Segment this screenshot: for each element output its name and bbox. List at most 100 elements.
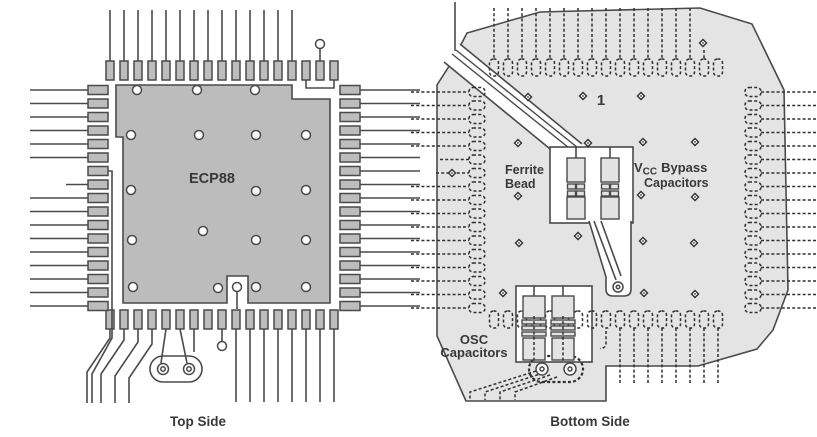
smd-pad <box>339 246 361 258</box>
via-hole <box>694 293 696 295</box>
via <box>250 234 262 246</box>
smd-pad <box>315 60 325 81</box>
via <box>126 234 138 246</box>
trace <box>459 43 583 145</box>
via <box>197 225 209 237</box>
vcc-bypass-label-2: Capacitors <box>644 176 709 190</box>
smd-pad <box>339 138 361 150</box>
smd-pad <box>287 60 297 81</box>
via-hole <box>527 96 529 98</box>
smd-pad <box>87 165 109 177</box>
smd-pad <box>189 60 199 81</box>
smd-pad <box>87 125 109 136</box>
osc-capacitors-label-2: Capacitors <box>440 345 507 360</box>
trace <box>305 80 335 89</box>
via-hole <box>577 235 579 237</box>
caption-bottom-side: Bottom Side <box>550 414 630 429</box>
via <box>212 282 224 294</box>
via <box>300 184 312 196</box>
via-hole <box>518 242 520 244</box>
via-hole <box>615 284 621 290</box>
crystal-footprint <box>149 355 203 383</box>
smd-pad <box>259 60 269 81</box>
component-pad <box>566 183 577 190</box>
via <box>300 281 312 293</box>
smd-pad <box>329 60 339 81</box>
via-hole <box>640 95 642 97</box>
component-pad <box>566 190 577 197</box>
smd-pad <box>315 309 325 330</box>
capacitor-pad <box>566 157 586 183</box>
via-hole <box>582 95 584 97</box>
crystal-outline-dashed <box>527 354 585 384</box>
trace <box>600 220 622 277</box>
via-hole <box>642 240 644 242</box>
dashed-trace <box>469 370 537 400</box>
dashed-pad <box>502 310 514 329</box>
via-hole <box>451 172 453 174</box>
component-pad <box>609 183 620 190</box>
smd-pad <box>203 60 213 81</box>
via-hole <box>702 42 704 44</box>
dashed-pad <box>502 58 514 77</box>
smd-pad <box>339 260 361 271</box>
smd-pad <box>87 233 109 244</box>
vcc-sub: CC <box>643 167 657 178</box>
smd-pad <box>339 233 361 244</box>
dashed-pad <box>572 58 584 77</box>
smd-pad <box>87 98 109 109</box>
trace <box>100 329 125 403</box>
dashed-pad <box>586 58 598 77</box>
dashed-trace <box>499 374 551 400</box>
smd-pad <box>339 179 361 190</box>
smd-pad <box>87 152 109 163</box>
ferrite-vcc-cutout <box>549 146 634 224</box>
smd-pad <box>301 309 311 330</box>
via <box>250 129 262 141</box>
capacitor-pad <box>600 157 620 183</box>
trace <box>128 329 153 403</box>
dashed-pad <box>488 58 500 77</box>
top-side-shapes <box>30 10 420 403</box>
ferrite-bead-label: Ferrite <box>505 163 544 177</box>
dashed-trace <box>514 376 558 400</box>
via-hole <box>587 142 589 144</box>
trace <box>86 329 111 403</box>
via <box>216 340 228 352</box>
smd-pad <box>273 309 283 330</box>
via-hole <box>643 292 645 294</box>
capacitor-pad <box>566 196 586 220</box>
trace <box>160 328 167 364</box>
smd-pad <box>339 300 361 312</box>
smd-pad <box>175 309 185 330</box>
smd-pad <box>339 219 361 231</box>
smd-pad <box>339 165 361 177</box>
smd-pad <box>231 309 241 330</box>
osc-capacitors-label: OSC <box>460 332 489 347</box>
smd-pad <box>339 98 361 109</box>
trace <box>593 220 617 281</box>
dashed-pad <box>488 310 500 329</box>
vcc-v: V <box>634 160 643 175</box>
trace <box>179 328 188 364</box>
component-pad <box>575 190 586 197</box>
capacitor-pad <box>600 196 620 220</box>
smd-pad <box>87 300 109 312</box>
chip-label: ECP88 <box>189 171 235 187</box>
smd-pad <box>87 287 109 298</box>
smd-pad <box>147 60 157 81</box>
dashed-pad <box>530 58 542 77</box>
via <box>193 129 205 141</box>
dashed-pad <box>516 58 528 77</box>
smd-pad <box>87 138 109 150</box>
trace <box>451 53 585 161</box>
dashed-pad <box>600 58 612 77</box>
via-hole <box>502 292 504 294</box>
via <box>125 184 137 196</box>
smd-pad <box>301 60 311 81</box>
via-hole <box>640 194 642 196</box>
via-hole <box>694 141 696 143</box>
smd-pad <box>105 60 115 81</box>
